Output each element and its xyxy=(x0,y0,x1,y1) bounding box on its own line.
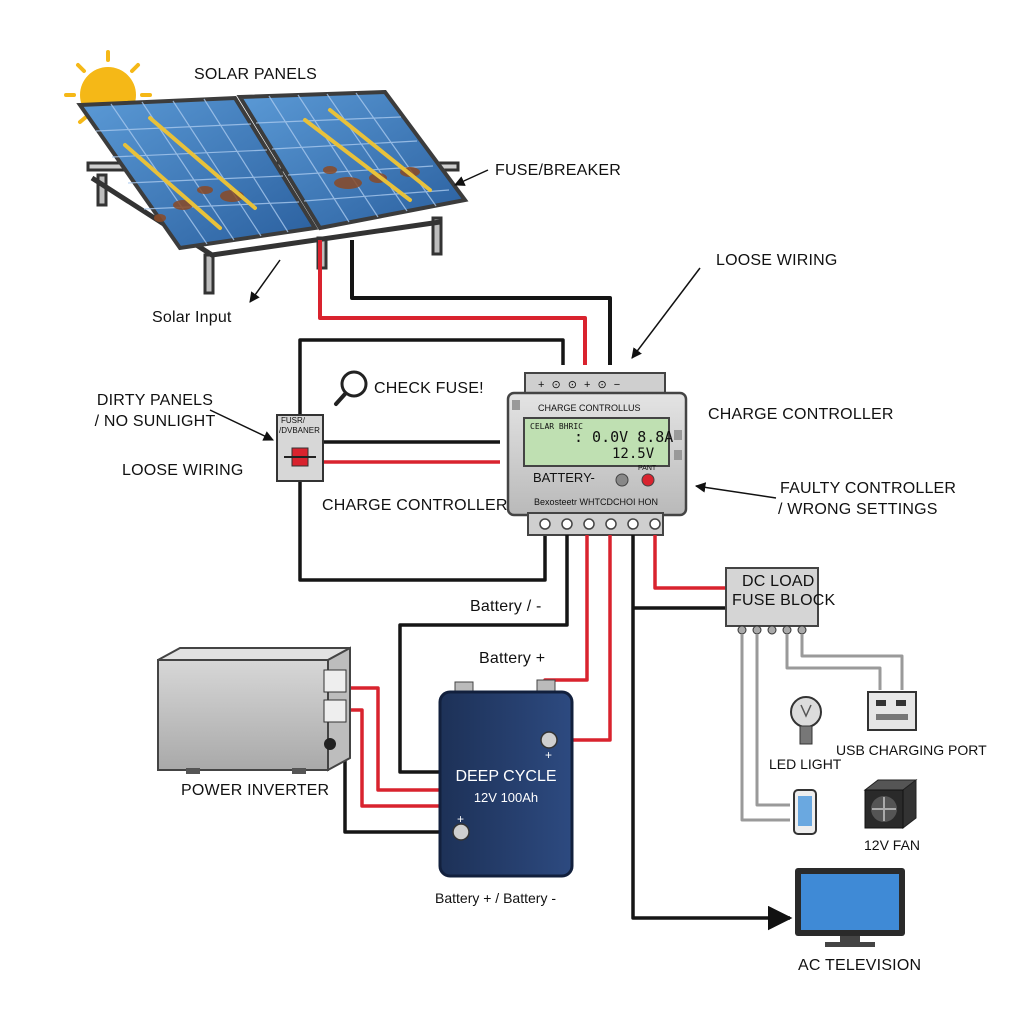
controller-battery-text: BATTERY- xyxy=(533,470,595,485)
dirty-panels-label-line2: / NO SUNLIGHT xyxy=(94,413,216,430)
battery-plus-label: Battery + xyxy=(479,650,546,667)
controller-output-wires xyxy=(398,535,793,931)
television-icon xyxy=(795,868,905,947)
inline-fuse-box xyxy=(276,414,324,482)
charge-controller-label-right: CHARGE CONTROLLER xyxy=(708,406,894,423)
loose-wiring-top-label: LOOSE WIRING xyxy=(716,252,838,269)
loose-wiring-left-label: LOOSE WIRING xyxy=(122,462,244,479)
fuse-loop-wires xyxy=(298,338,565,582)
solar-panel-left xyxy=(76,95,319,251)
battery-plus-minus-label: Battery + / Battery - xyxy=(435,890,556,906)
dc-load-fuse-block xyxy=(725,567,819,635)
controller-button-label: PANT xyxy=(638,465,657,472)
dirty-panels-label-line1: DIRTY PANELS xyxy=(96,392,214,409)
dc-load-label-line1: DC LOAD xyxy=(742,573,815,590)
power-inverter xyxy=(157,646,351,774)
magnifier-icon xyxy=(334,370,368,406)
usb-charging-port-label: USB CHARGING PORT xyxy=(836,742,987,758)
charge-controller xyxy=(506,372,688,536)
controller-lcd-line1: CELAR BHRIC xyxy=(530,422,583,431)
battery-minus-label: Battery / - xyxy=(470,598,542,615)
led-light-label: LED LIGHT xyxy=(769,756,842,772)
usb-port-icon xyxy=(867,691,917,731)
battery-plus-bottom: + xyxy=(457,812,465,826)
power-inverter-label: POWER INVERTER xyxy=(181,782,330,799)
solar-panels-label: SOLAR PANELS xyxy=(194,66,318,83)
fuse-breaker-label: FUSE/BREAKER xyxy=(495,162,621,179)
faulty-controller-label-line1: FAULTY CONTROLLER xyxy=(780,480,957,497)
fuse-box-text-line2: /DVBANER xyxy=(279,426,320,435)
light-bulb-icon xyxy=(790,696,822,745)
load-wires xyxy=(740,634,904,822)
panel-to-controller-wires xyxy=(318,240,612,365)
ac-television-label: AC TELEVISION xyxy=(798,957,922,974)
battery-plus-top: + xyxy=(545,748,553,762)
controller-lcd-value2: 12.5V xyxy=(612,446,655,462)
fan-icon xyxy=(863,778,918,830)
faulty-controller-label-line2: / WRONG SETTINGS xyxy=(778,501,938,518)
battery-rating: 12V 100Ah xyxy=(473,790,539,805)
controller-title: CHARGE CONTROLLUS xyxy=(538,403,641,413)
callout-arrows xyxy=(209,169,777,499)
controller-lcd-value1: : 0.0V 8.8A xyxy=(574,428,674,446)
controller-top-terminals: + ⊙ ⊙ + ⊙ − xyxy=(538,379,623,391)
deep-cycle-battery xyxy=(438,679,574,878)
check-fuse-label: CHECK FUSE! xyxy=(374,380,484,397)
fan-12v-label: 12V FAN xyxy=(864,837,921,853)
solar-panel-right xyxy=(236,89,469,231)
fuse-box-text-line1: FUSR/ xyxy=(281,416,305,425)
phone-icon xyxy=(793,789,817,835)
solar-input-label: Solar Input xyxy=(152,309,232,326)
charge-controller-label-center: CHARGE CONTROLLER xyxy=(322,497,508,514)
controller-bottom-text: Bexosteetr WHTCDCHOI HON xyxy=(534,497,659,507)
battery-title: DEEP CYCLE xyxy=(455,768,557,785)
dc-load-label-line2: FUSE BLOCK xyxy=(732,592,836,609)
